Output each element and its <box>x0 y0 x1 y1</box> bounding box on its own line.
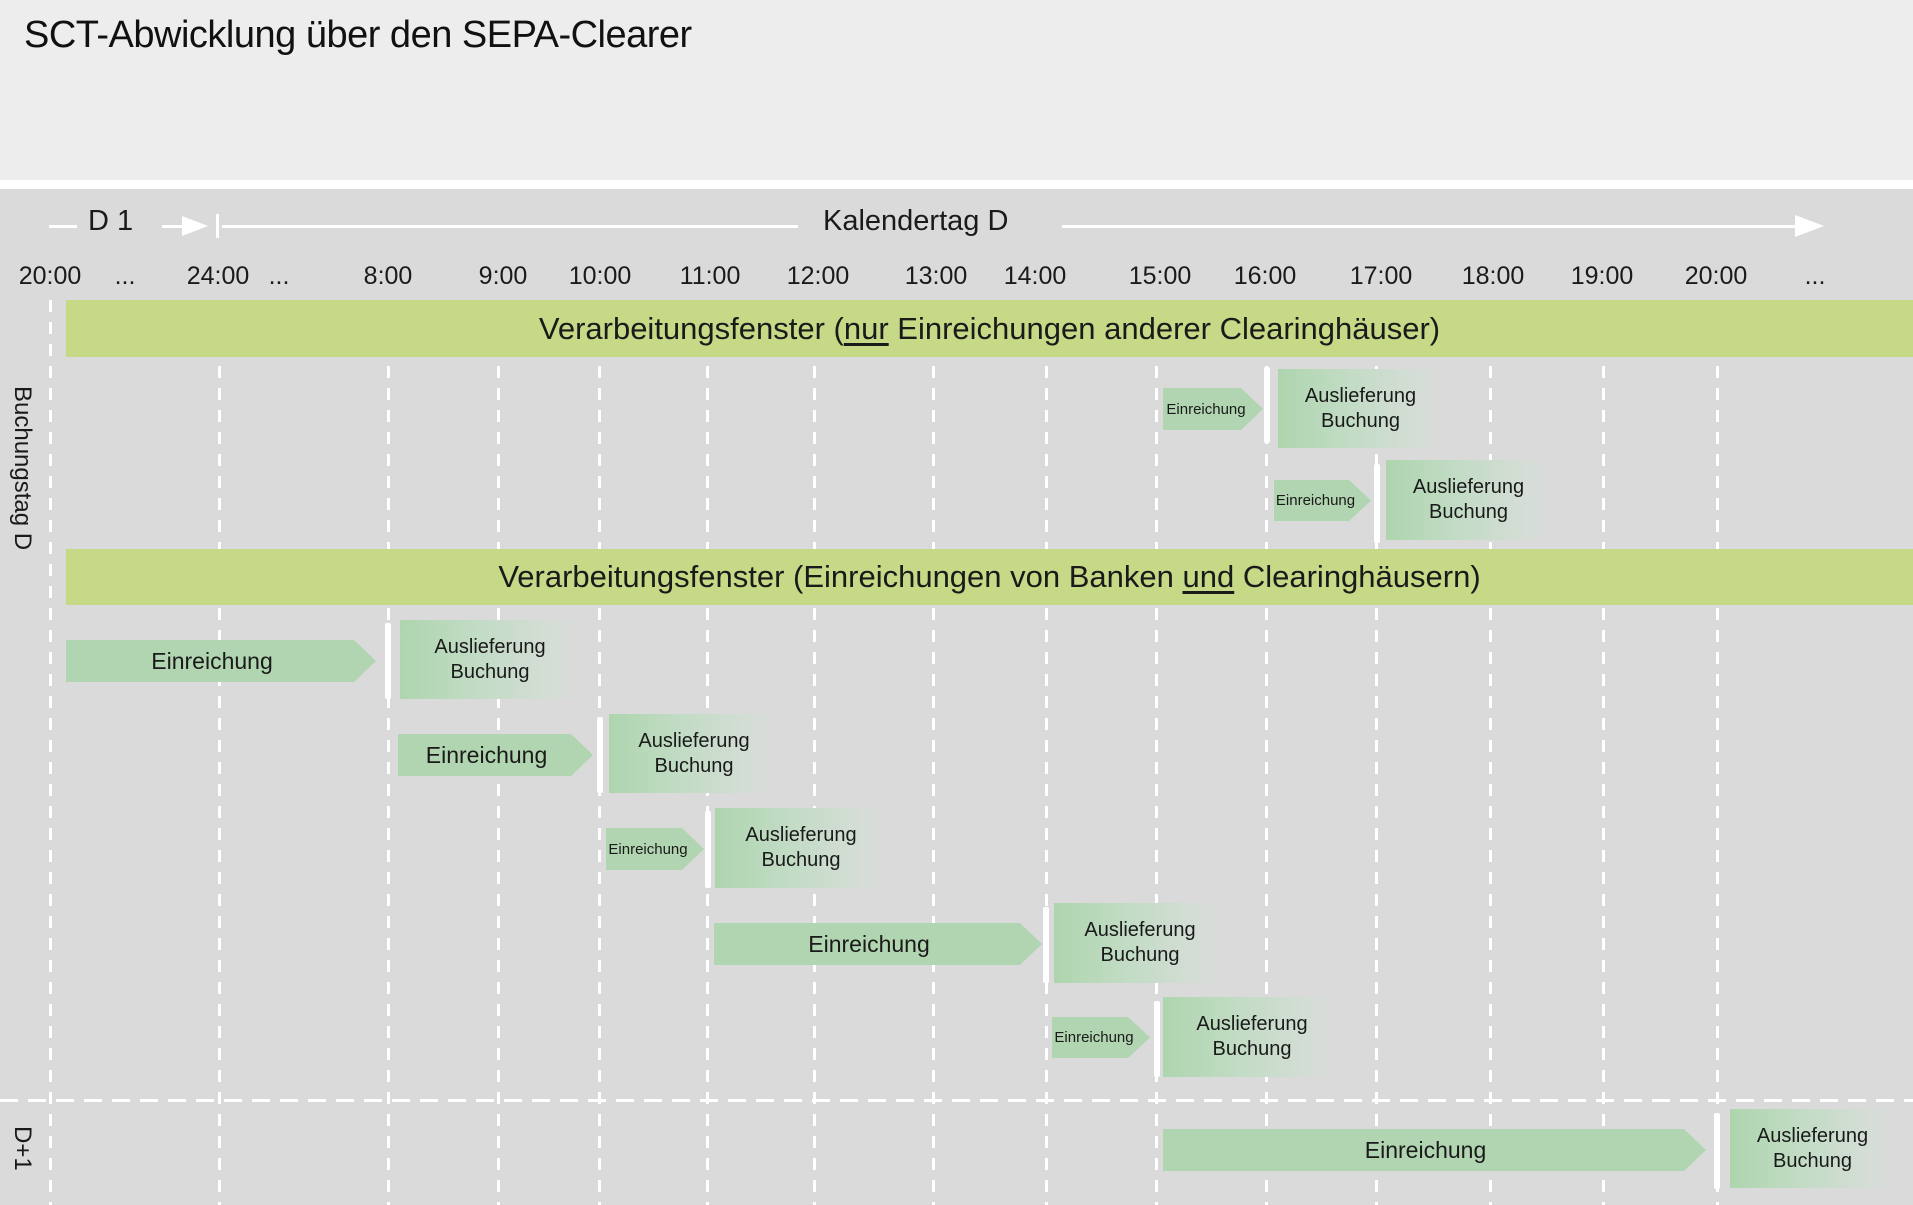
cutoff-marker <box>1264 367 1270 443</box>
submission-arrow: Einreichung <box>1163 388 1263 430</box>
submission-arrow: Einreichung <box>1163 1129 1706 1171</box>
booking-label: Buchung <box>761 849 841 871</box>
prev-day-label: D 1 <box>88 205 134 237</box>
calendar-day-label: Kalendertag D <box>823 205 1009 237</box>
time-tick: 17:00 <box>1349 262 1413 290</box>
gridline-20-00-end <box>1716 300 1719 1205</box>
cutoff-marker <box>385 623 391 699</box>
time-tick: ... <box>1804 262 1826 290</box>
time-tick: 10:00 <box>568 262 632 290</box>
booking-day-label: Buchungstag D <box>9 386 36 551</box>
delivery-label: Auslieferung <box>434 635 546 658</box>
submission-arrow: Einreichung <box>606 828 704 870</box>
delivery-booking-box: Auslieferung Buchung <box>715 808 887 888</box>
gridline-08-00 <box>387 300 390 1205</box>
booking-label: Buchung <box>654 754 734 777</box>
submission-arrow: Einreichung <box>714 923 1042 965</box>
window-text-suffix: Clearinghäusern) <box>1234 559 1481 594</box>
delivery-label: Auslieferung <box>1084 919 1196 941</box>
booking-label: Buchung <box>1429 501 1508 523</box>
submission-arrow: Einreichung <box>1052 1017 1150 1058</box>
day-separator <box>0 1099 1913 1102</box>
time-tick: 24:00 <box>186 262 250 290</box>
gridline-16-00 <box>1265 300 1268 1205</box>
delivery-label: Auslieferung <box>1196 1013 1308 1035</box>
time-tick: 11:00 <box>679 262 741 290</box>
delivery-booking-box: Auslieferung Buchung <box>1054 903 1226 983</box>
cutoff-marker <box>597 717 603 793</box>
arrow-right-icon <box>1795 215 1824 237</box>
delivery-label: Auslieferung <box>1756 1124 1869 1147</box>
gridline-20-00 <box>49 300 52 1205</box>
delivery-booking-box: Auslieferung Buchung <box>1278 369 1443 448</box>
time-tick: ... <box>114 262 136 290</box>
submission-arrow: Einreichung <box>66 640 376 682</box>
delivery-booking-box: Auslieferung Buchung <box>1386 460 1551 540</box>
window-text-emphasis: und <box>1182 559 1235 594</box>
calendar-day-line-left <box>222 225 798 228</box>
day-boundary-marker <box>216 214 219 238</box>
calendar-day-line-right <box>1062 225 1802 228</box>
time-tick: 20:00 <box>18 262 82 290</box>
processing-window-banks-and-clearinghouses: Verarbeitungsfenster (Einreichungen von … <box>66 549 1913 605</box>
booking-label: Buchung <box>1212 1038 1292 1060</box>
delivery-label: Auslieferung <box>638 729 750 752</box>
gridline-12-00 <box>813 300 816 1205</box>
header-band <box>0 0 1913 180</box>
prev-day-line-right <box>162 225 184 228</box>
arrow-right-icon <box>182 216 208 236</box>
time-tick: 15:00 <box>1128 262 1192 290</box>
cutoff-marker <box>1714 1113 1720 1189</box>
window-text-prefix: Verarbeitungsfenster ( <box>538 310 844 346</box>
delivery-label: Auslieferung <box>1412 476 1525 498</box>
timeline-area <box>0 189 1913 1205</box>
cutoff-marker <box>1043 907 1049 983</box>
gridline-13-00 <box>932 300 935 1205</box>
gridline-19-00 <box>1602 300 1605 1205</box>
time-tick: 16:00 <box>1233 262 1297 290</box>
prev-day-line-left <box>49 225 77 228</box>
time-tick: 20:00 <box>1684 262 1748 290</box>
cutoff-marker <box>1154 1001 1160 1077</box>
delivery-label: Auslieferung <box>745 824 857 846</box>
time-tick: ... <box>268 262 290 290</box>
gridline-18-00 <box>1489 300 1492 1205</box>
processing-window-clearinghouses: Verarbeitungsfenster (nur Einreichungen … <box>66 300 1913 357</box>
time-tick: 12:00 <box>786 262 850 290</box>
gridline-24-00 <box>218 300 221 1205</box>
gridline-15-00 <box>1155 300 1158 1205</box>
time-tick: 18:00 <box>1461 262 1525 290</box>
window-text-emphasis: nur <box>843 310 889 346</box>
page-title: SCT-Abwicklung über den SEPA-Clearer <box>24 14 692 56</box>
delivery-booking-box: Auslieferung Buchung <box>1163 997 1341 1077</box>
time-tick: 9:00 <box>478 262 528 290</box>
window-text-suffix: Einreichungen anderer Clearinghäuser) <box>888 310 1441 346</box>
cutoff-marker <box>705 811 711 888</box>
delivery-label: Auslieferung <box>1304 384 1417 407</box>
booking-label: Buchung <box>1321 409 1400 432</box>
delivery-booking-box: Auslieferung Buchung <box>609 714 779 793</box>
window-text-prefix: Verarbeitungsfenster (Einreichungen von … <box>498 559 1183 594</box>
cutoff-marker <box>1374 464 1380 543</box>
booking-label: Buchung <box>1773 1149 1852 1172</box>
time-tick: 19:00 <box>1570 262 1634 290</box>
time-tick: 13:00 <box>904 262 968 290</box>
next-day-label: D+1 <box>9 1126 36 1171</box>
gridline-14-00 <box>1045 300 1048 1205</box>
gridline-17-00 <box>1375 300 1378 1205</box>
booking-label: Buchung <box>450 660 530 683</box>
submission-arrow: Einreichung <box>1274 480 1371 521</box>
delivery-booking-box: Auslieferung Buchung <box>400 620 580 699</box>
delivery-booking-box: Auslieferung Buchung <box>1730 1109 1895 1188</box>
submission-arrow: Einreichung <box>398 734 593 776</box>
booking-label: Buchung <box>1100 944 1180 966</box>
time-tick: 8:00 <box>363 262 413 290</box>
time-tick: 14:00 <box>1003 262 1067 290</box>
